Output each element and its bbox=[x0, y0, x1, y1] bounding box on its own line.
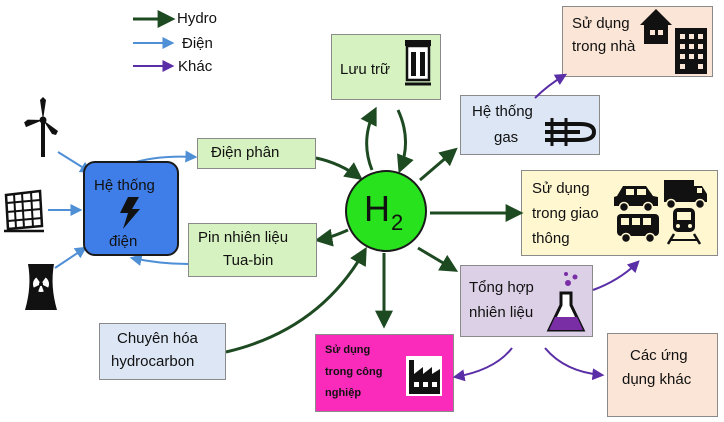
hydrocarbon-box: Chuyên hóa hydrocarbon bbox=[99, 323, 226, 380]
car-icon bbox=[614, 186, 658, 213]
arrow-h2-to-synthesis bbox=[417, 246, 459, 272]
hydrocarbon-label-line2: hydrocarbon bbox=[111, 353, 195, 370]
arrow-synthesis-to-transport bbox=[592, 260, 640, 291]
gas-pipe-icon bbox=[545, 118, 597, 146]
wind-turbine-icon bbox=[24, 97, 58, 157]
storage-tank-icon bbox=[405, 40, 431, 86]
lightning-icon bbox=[120, 197, 140, 229]
arrow-dien-phan-to-h2 bbox=[315, 156, 363, 181]
power-grid-label-line2: điện bbox=[109, 233, 138, 250]
electrolysis-label: Điện phân bbox=[211, 144, 280, 161]
fuel-cell-label-line1: Pin nhiên liệu bbox=[198, 229, 289, 246]
flask-icon bbox=[546, 272, 586, 332]
legend-khac-label: Khác bbox=[178, 58, 213, 75]
legend-dien-label: Điện bbox=[182, 35, 213, 52]
arrow-synthesis-to-industry bbox=[452, 347, 513, 382]
house-icon bbox=[640, 9, 672, 44]
truck-icon bbox=[664, 180, 707, 210]
arrow-h2-to-gas bbox=[419, 147, 458, 182]
hydrogen-node: H 2 bbox=[345, 170, 427, 252]
train-icon bbox=[666, 208, 702, 245]
arrow-nuclear-to-grid bbox=[54, 246, 87, 269]
power-grid-box: Hệ thống điện bbox=[83, 161, 179, 256]
bus-icon bbox=[617, 214, 659, 244]
hydrogen-symbol: H bbox=[364, 188, 390, 229]
arrow-synthesis-to-other bbox=[544, 347, 605, 381]
electrolysis-box: Điện phân bbox=[197, 138, 316, 169]
nuclear-plant-icon bbox=[25, 264, 57, 310]
arrow-h2-to-storage bbox=[360, 106, 377, 171]
factory-icon bbox=[406, 356, 442, 396]
arrow-hydrocarbon-to-h2 bbox=[225, 246, 367, 354]
hydrocarbon-label-line1: Chuyên hóa bbox=[117, 330, 198, 347]
legend-hydro-label: Hydro bbox=[177, 10, 218, 27]
arrow-pin-to-grid bbox=[129, 254, 189, 266]
power-grid-label-line1: Hệ thống bbox=[94, 177, 155, 194]
hydrogen-subscript: 2 bbox=[391, 210, 404, 235]
arrow-gas-to-home bbox=[534, 73, 568, 99]
arrow-h2-to-pin bbox=[314, 228, 349, 247]
fuel-cell-box: Pin nhiên liệu Tua-bin bbox=[188, 223, 317, 277]
arrow-storage-to-h2 bbox=[396, 109, 414, 174]
solar-panel-icon bbox=[4, 189, 44, 233]
building-icon bbox=[675, 28, 707, 74]
fuel-cell-label-line2: Tua-bin bbox=[223, 252, 274, 269]
